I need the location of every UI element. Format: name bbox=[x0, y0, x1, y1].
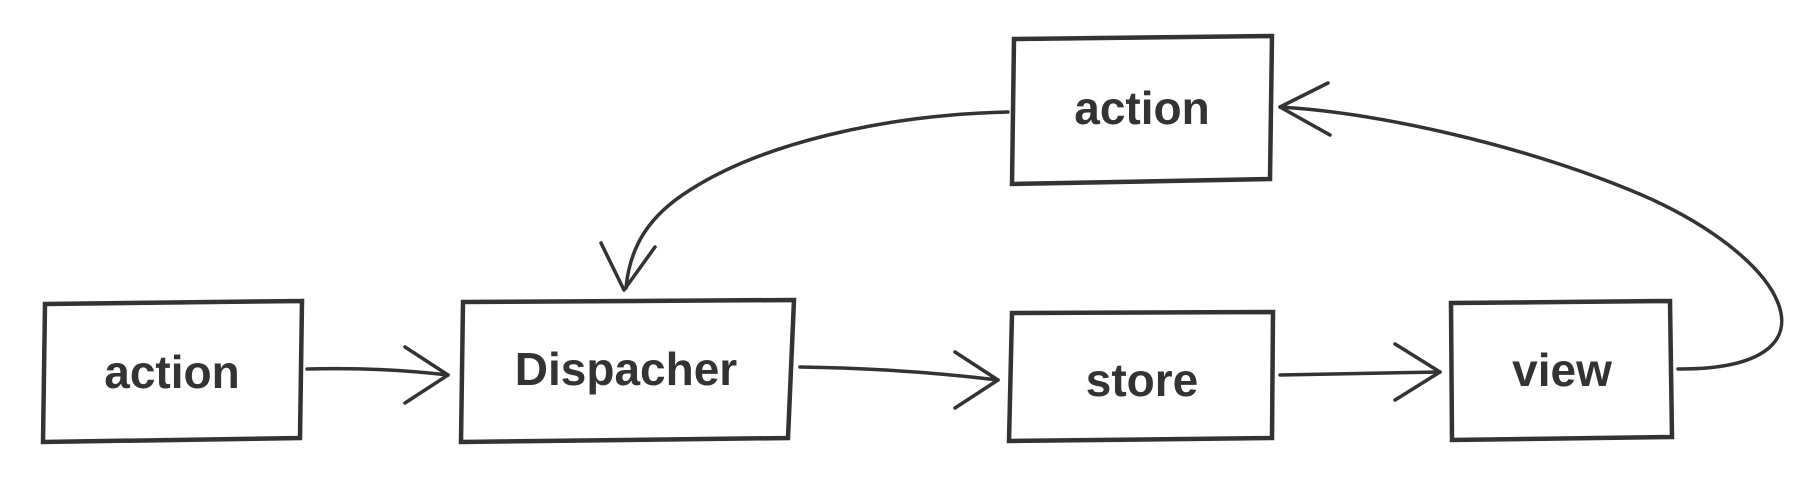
node-action-top: action bbox=[1009, 33, 1275, 187]
edge-view-to-action bbox=[1278, 81, 1784, 371]
edge-action-to-dispatcher-top bbox=[599, 110, 1010, 292]
edge-store-to-view bbox=[1278, 342, 1442, 402]
edge-line bbox=[1278, 105, 1784, 371]
node-box bbox=[1009, 33, 1275, 187]
arrow-head bbox=[1393, 342, 1442, 402]
node-label: view bbox=[1512, 344, 1612, 396]
arrow-head bbox=[403, 345, 450, 405]
arrow-head bbox=[1278, 81, 1332, 137]
node-label: action bbox=[1074, 82, 1209, 134]
edge-line bbox=[624, 110, 1010, 290]
node-action-left: action bbox=[40, 298, 305, 445]
edge-line bbox=[305, 366, 450, 377]
node-label: action bbox=[104, 346, 239, 398]
edge-line bbox=[798, 365, 1000, 382]
node-label: store bbox=[1086, 354, 1198, 406]
edge-dispatcher-to-store bbox=[798, 350, 1000, 410]
edge-line bbox=[1278, 370, 1442, 377]
node-store: store bbox=[1006, 309, 1276, 444]
node-box bbox=[40, 298, 305, 445]
node-view: view bbox=[1448, 298, 1675, 443]
node-box bbox=[1006, 309, 1276, 444]
node-box bbox=[1448, 298, 1675, 443]
arrow-head bbox=[953, 350, 1000, 410]
arrow-head bbox=[599, 241, 657, 292]
edge-action-to-dispatcher bbox=[305, 345, 450, 405]
node-label: Dispacher bbox=[515, 343, 738, 395]
node-dispatcher: Dispacher bbox=[458, 297, 797, 445]
node-box bbox=[458, 297, 797, 445]
